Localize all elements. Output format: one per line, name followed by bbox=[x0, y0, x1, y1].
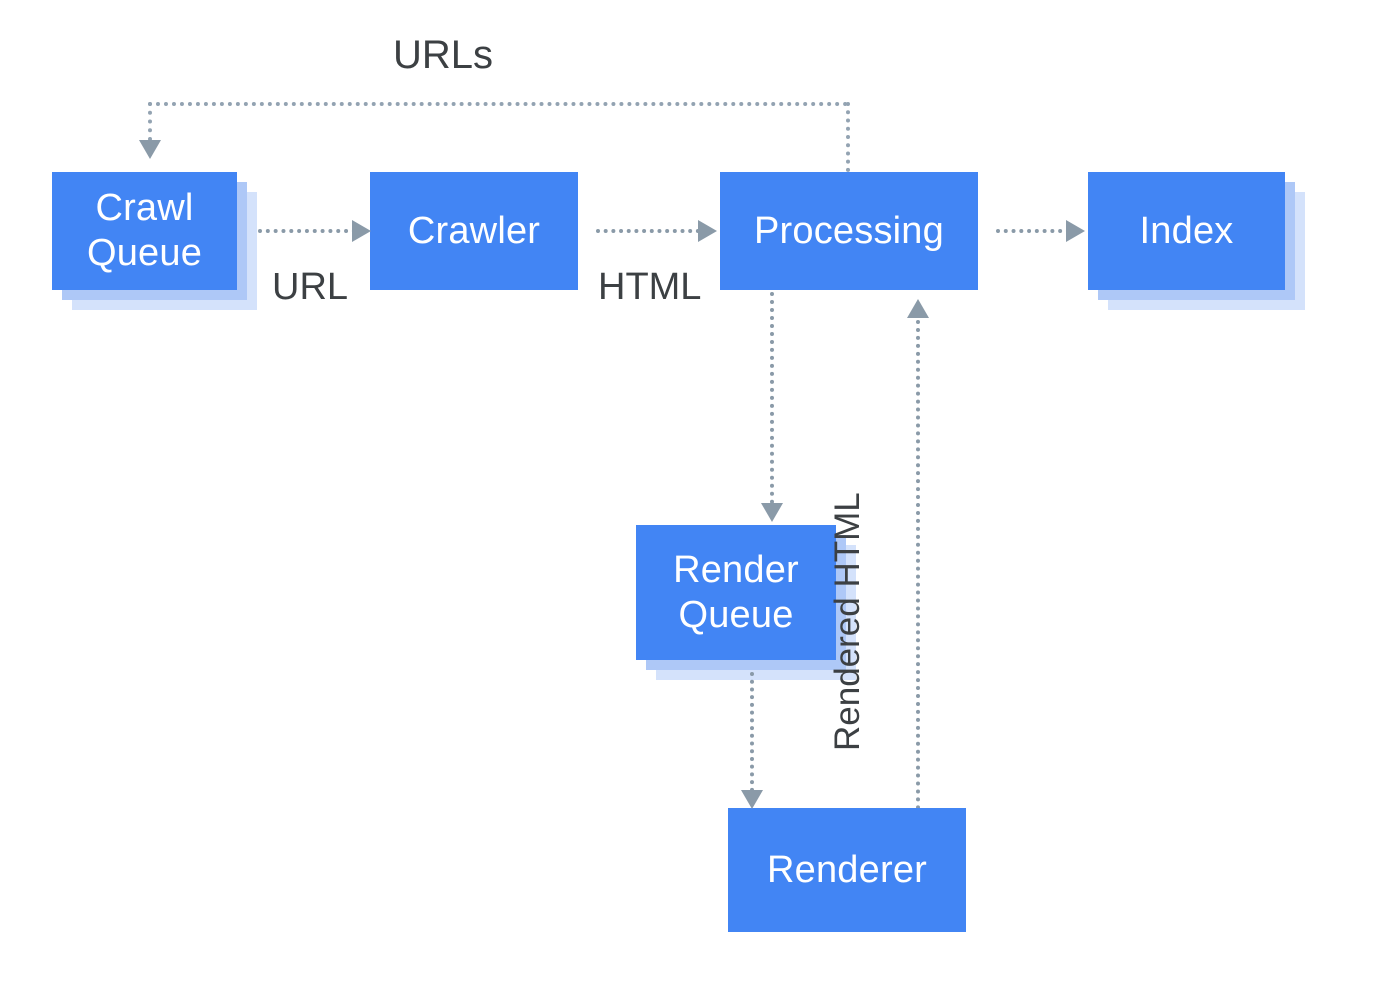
urls-edge-riser-right bbox=[846, 102, 850, 172]
html-edge-line bbox=[596, 229, 700, 233]
rendered-html-edge-arrowhead bbox=[907, 299, 929, 318]
render-queue-edge-line bbox=[770, 292, 774, 504]
node-crawler[interactable]: Crawler bbox=[370, 172, 578, 290]
urls-edge-riser-left bbox=[148, 102, 152, 141]
renderer-edge-arrowhead bbox=[741, 790, 763, 809]
node-render-queue[interactable]: Render Queue bbox=[636, 525, 836, 660]
node-render-queue-label: Render Queue bbox=[673, 548, 799, 636]
edge-label-html: HTML bbox=[598, 266, 702, 308]
index-edge-arrowhead bbox=[1066, 220, 1085, 242]
url-edge-arrowhead bbox=[352, 220, 371, 242]
rendered-html-edge-line bbox=[916, 320, 920, 810]
node-index[interactable]: Index bbox=[1088, 172, 1285, 290]
url-edge-line bbox=[258, 229, 356, 233]
urls-edge-span bbox=[148, 102, 848, 106]
node-crawl-queue-label: Crawl Queue bbox=[86, 187, 203, 274]
urls-edge-arrowhead bbox=[139, 140, 161, 159]
node-renderer-label: Renderer bbox=[766, 848, 928, 891]
html-edge-arrowhead bbox=[698, 220, 717, 242]
node-index-label: Index bbox=[1139, 209, 1234, 252]
renderer-edge-line bbox=[750, 672, 754, 792]
node-crawl-queue[interactable]: Crawl Queue bbox=[52, 172, 237, 290]
edge-label-url: URL bbox=[272, 266, 349, 308]
node-processing[interactable]: Processing bbox=[720, 172, 978, 290]
node-processing-label: Processing bbox=[754, 209, 944, 252]
index-edge-line bbox=[996, 229, 1070, 233]
edge-label-rendered-html: Rendered HTML bbox=[828, 492, 867, 751]
render-queue-edge-arrowhead bbox=[761, 503, 783, 522]
node-crawler-label: Crawler bbox=[407, 209, 541, 252]
node-renderer[interactable]: Renderer bbox=[728, 808, 966, 932]
edge-label-urls: URLs bbox=[393, 33, 494, 77]
